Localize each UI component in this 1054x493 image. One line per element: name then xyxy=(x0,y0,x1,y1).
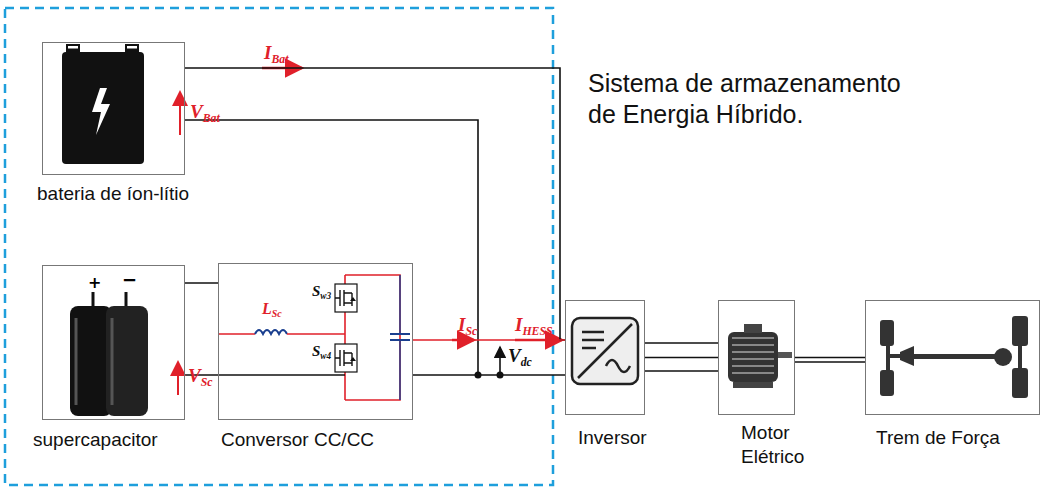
component-caption: supercapacitor xyxy=(33,429,158,451)
battery-icon xyxy=(62,44,144,164)
signal-label: VSc xyxy=(188,365,212,390)
diagram-title: Sistema de armazenamento de Energia Híbr… xyxy=(588,68,928,131)
component-caption: Trem de Força xyxy=(876,427,1000,449)
signal-label: IHESS xyxy=(515,314,553,339)
component-box: bateria de íon-lítio xyxy=(42,42,185,175)
wire-connector xyxy=(645,357,718,359)
component-box: Trem de Força xyxy=(865,300,1040,415)
component-box: Inversor xyxy=(565,300,645,415)
powertrain-icon xyxy=(880,316,1028,398)
signal-label: IBat xyxy=(264,42,288,67)
supercapacitor-icon: + − xyxy=(70,269,148,416)
signal-label: LSc xyxy=(262,300,282,319)
wire-connector xyxy=(795,357,865,359)
signal-label: ISc xyxy=(458,314,477,339)
component-caption: Conversor CC/CC xyxy=(221,429,374,451)
component-caption: Inversor xyxy=(578,427,647,449)
converter-circuit xyxy=(218,275,410,400)
hess-region xyxy=(5,8,553,485)
signal-label: Vdc xyxy=(508,345,532,370)
signal-label: VBat xyxy=(190,101,220,126)
signal-label: Sw3 xyxy=(312,283,331,301)
component-box: supercapacitor xyxy=(42,265,185,420)
component-caption: Motor Elétrico xyxy=(741,421,851,469)
component-caption: bateria de íon-lítio xyxy=(37,183,189,205)
inverter-icon xyxy=(572,318,638,384)
svg-text:+: + xyxy=(88,273,101,292)
svg-text:−: − xyxy=(122,269,137,290)
motor-icon xyxy=(728,324,792,388)
wire-connector xyxy=(413,339,565,341)
component-box: Motor Elétrico xyxy=(718,300,795,415)
signal-label: Sw4 xyxy=(312,343,331,361)
wire-connector xyxy=(185,282,218,284)
wire-connector xyxy=(185,68,565,340)
